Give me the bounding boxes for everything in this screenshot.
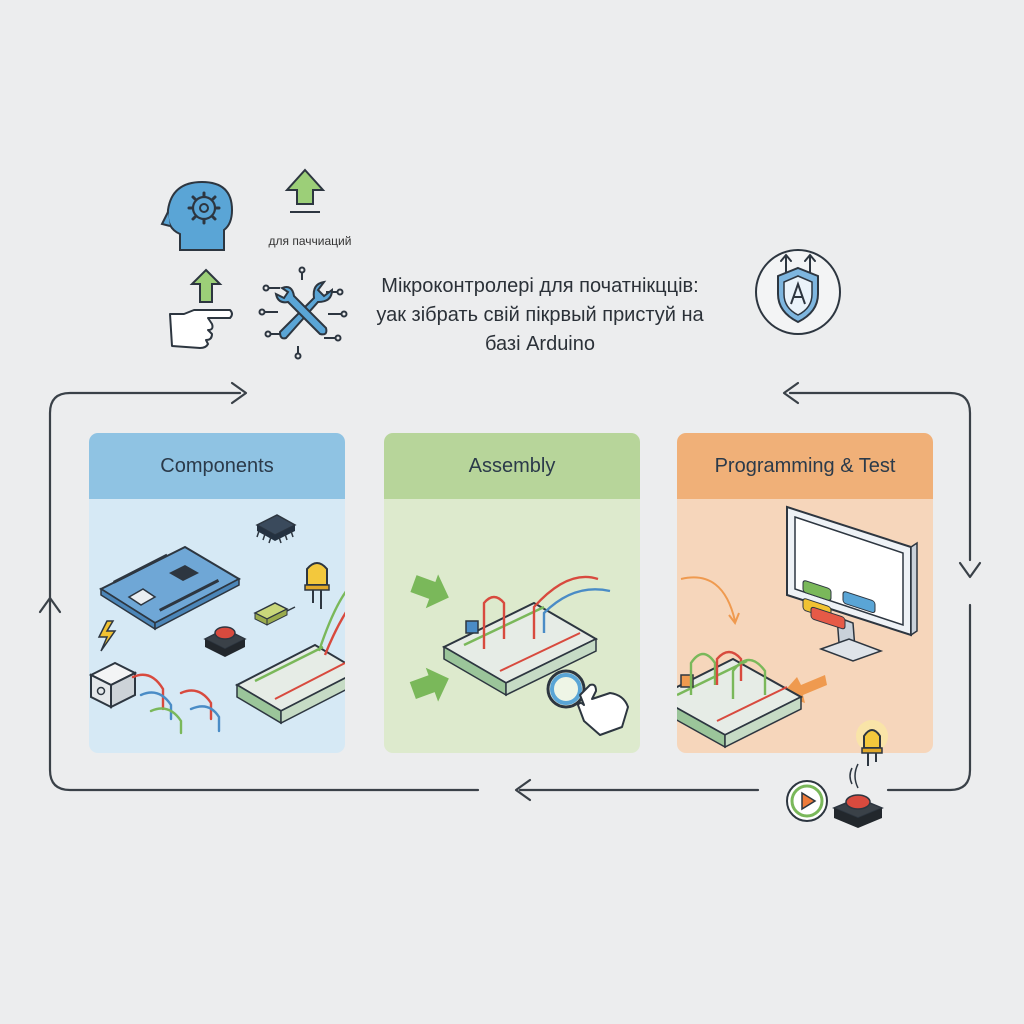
panel-assembly-title: Assembly [384, 433, 640, 499]
panel-components-title: Components [89, 433, 345, 499]
breadboard-icon [677, 650, 804, 749]
title-line-3: базі Arduino [485, 333, 595, 355]
tools-circuit-icon [258, 266, 348, 360]
title-line-1: Мікроконтролері для початнікцців: [381, 275, 699, 297]
led-icon [856, 720, 888, 766]
monitor-icon [786, 505, 918, 662]
programming-illustration [677, 505, 918, 749]
shield-a-icon [755, 249, 841, 335]
breadboard-icon [441, 575, 611, 697]
panel-components: Components [89, 433, 345, 753]
panel-programming-body [677, 499, 933, 753]
sensor-module-icon [253, 602, 296, 626]
battery-icon [89, 661, 138, 709]
sound-waves-icon [849, 763, 859, 789]
flow-arrow-icon [680, 576, 736, 622]
hand-pointing-icon [169, 309, 233, 349]
push-button-icon [203, 626, 247, 657]
caption-for-beginners: для паччиаций [268, 234, 352, 248]
head-gear-icon [160, 180, 234, 251]
up-arrow-icon [284, 168, 326, 213]
assembly-illustration [409, 574, 629, 736]
insert-arrow-icon [409, 667, 449, 702]
title-line-2: уак зібрать свій пікрвый пристуй на [376, 304, 704, 326]
panel-components-body [89, 499, 345, 753]
jumper-wires-icon [131, 673, 221, 735]
panel-programming-test: Programming & Test [677, 433, 933, 753]
panel-assembly: Assembly [384, 433, 640, 753]
insert-arrow-icon [410, 574, 449, 609]
hand-pointer-icon [577, 683, 629, 736]
push-button-icon [832, 794, 884, 828]
small-up-arrow-icon [189, 268, 223, 303]
power-icon [97, 620, 117, 652]
magnifier-icon [546, 669, 586, 709]
page-title: Мікроконтролері для початнікцців: уак зі… [330, 272, 750, 359]
arduino-board-icon [98, 545, 242, 631]
microchip-icon [255, 514, 297, 544]
led-icon [304, 562, 330, 609]
panel-programming-title: Programming & Test [677, 433, 933, 499]
breadboard-icon [234, 590, 345, 725]
components-illustration [89, 514, 345, 735]
panel-assembly-body [384, 499, 640, 753]
play-button-icon [786, 780, 828, 822]
